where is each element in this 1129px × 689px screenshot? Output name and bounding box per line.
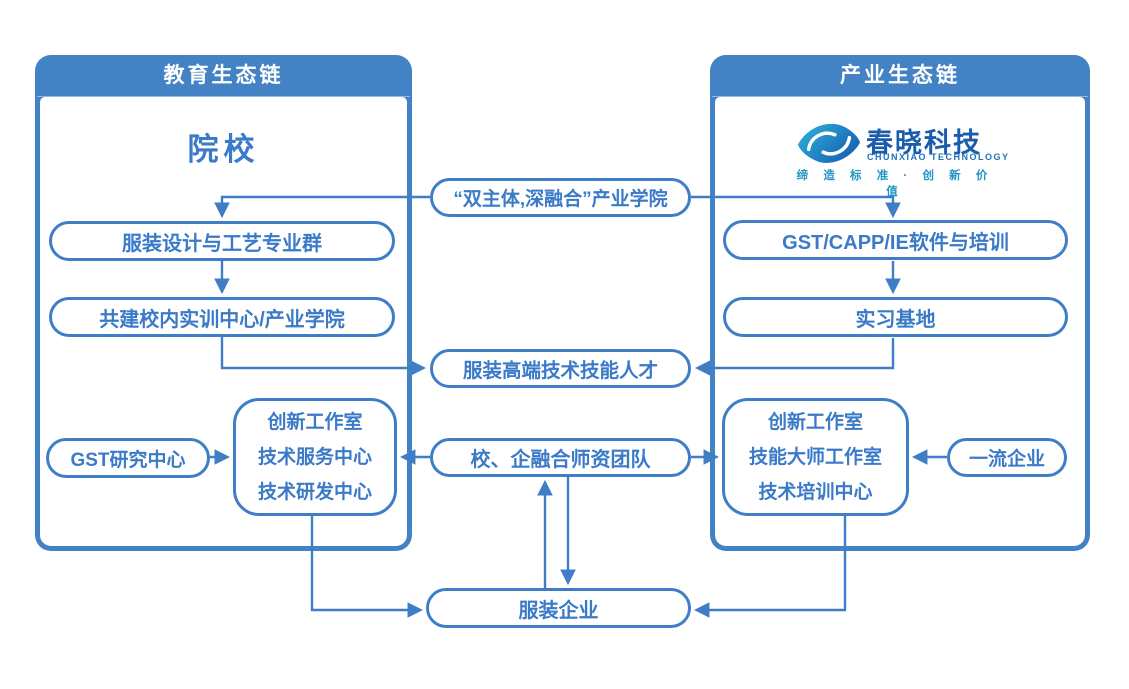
chunxiao-logo-slogan: 缔 造 标 准 · 创 新 价 值: [796, 170, 994, 198]
node-industry-college: “双主体,深融合”产业学院: [430, 178, 691, 217]
header-separator: [37, 96, 410, 97]
industry-chain-title: 产业生态链: [840, 64, 960, 87]
college-title: 院校: [187, 132, 260, 167]
node-internship-base: 实习基地: [723, 297, 1068, 337]
workshop-line: 技能大师工作室: [748, 446, 882, 468]
arrow-college-to-software: [691, 195, 901, 219]
node-garment-enterprise: 服装企业: [426, 588, 691, 628]
node-faculty-team: 校、企融合师资团队: [430, 438, 691, 477]
node-left-workshops: 创新工作室 技术服务中心 技术研发中心: [233, 398, 397, 516]
workshop-line: 创新工作室: [767, 411, 863, 433]
chunxiao-logo-name-en: CHUNXIAO TECHNOLOGY: [867, 152, 1010, 162]
arrow-rightworkshops-to-enterprise: [693, 515, 847, 618]
workshop-line: 技术研发中心: [257, 481, 372, 503]
arrow-internship-to-talent: [694, 338, 895, 376]
node-major-group: 服装设计与工艺专业群: [49, 221, 395, 261]
workshop-line: 创新工作室: [267, 411, 363, 433]
education-chain-title: 教育生态链: [163, 64, 284, 87]
node-gst-research: GST研究中心: [46, 438, 210, 478]
workshop-line: 技术服务中心: [257, 446, 372, 468]
workshop-line: 技术培训中心: [758, 481, 873, 503]
node-right-workshops: 创新工作室 技能大师工作室 技术培训中心: [722, 398, 909, 516]
node-training-center: 共建校内实训中心/产业学院: [49, 297, 395, 337]
node-talent: 服装高端技术技能人才: [430, 349, 691, 388]
node-software-training: GST/CAPP/IE软件与培训: [723, 220, 1068, 260]
arrow-training-to-talent: [220, 337, 427, 376]
node-top-enterprise: 一流企业: [947, 438, 1067, 477]
chunxiao-logo-name: 春晓科技: [866, 128, 982, 158]
header-separator: [712, 96, 1088, 97]
arrow-leftworkshops-to-enterprise: [310, 515, 424, 618]
chunxiao-logo-icon: [797, 123, 861, 163]
arrow-college-to-major-group: [214, 195, 430, 219]
